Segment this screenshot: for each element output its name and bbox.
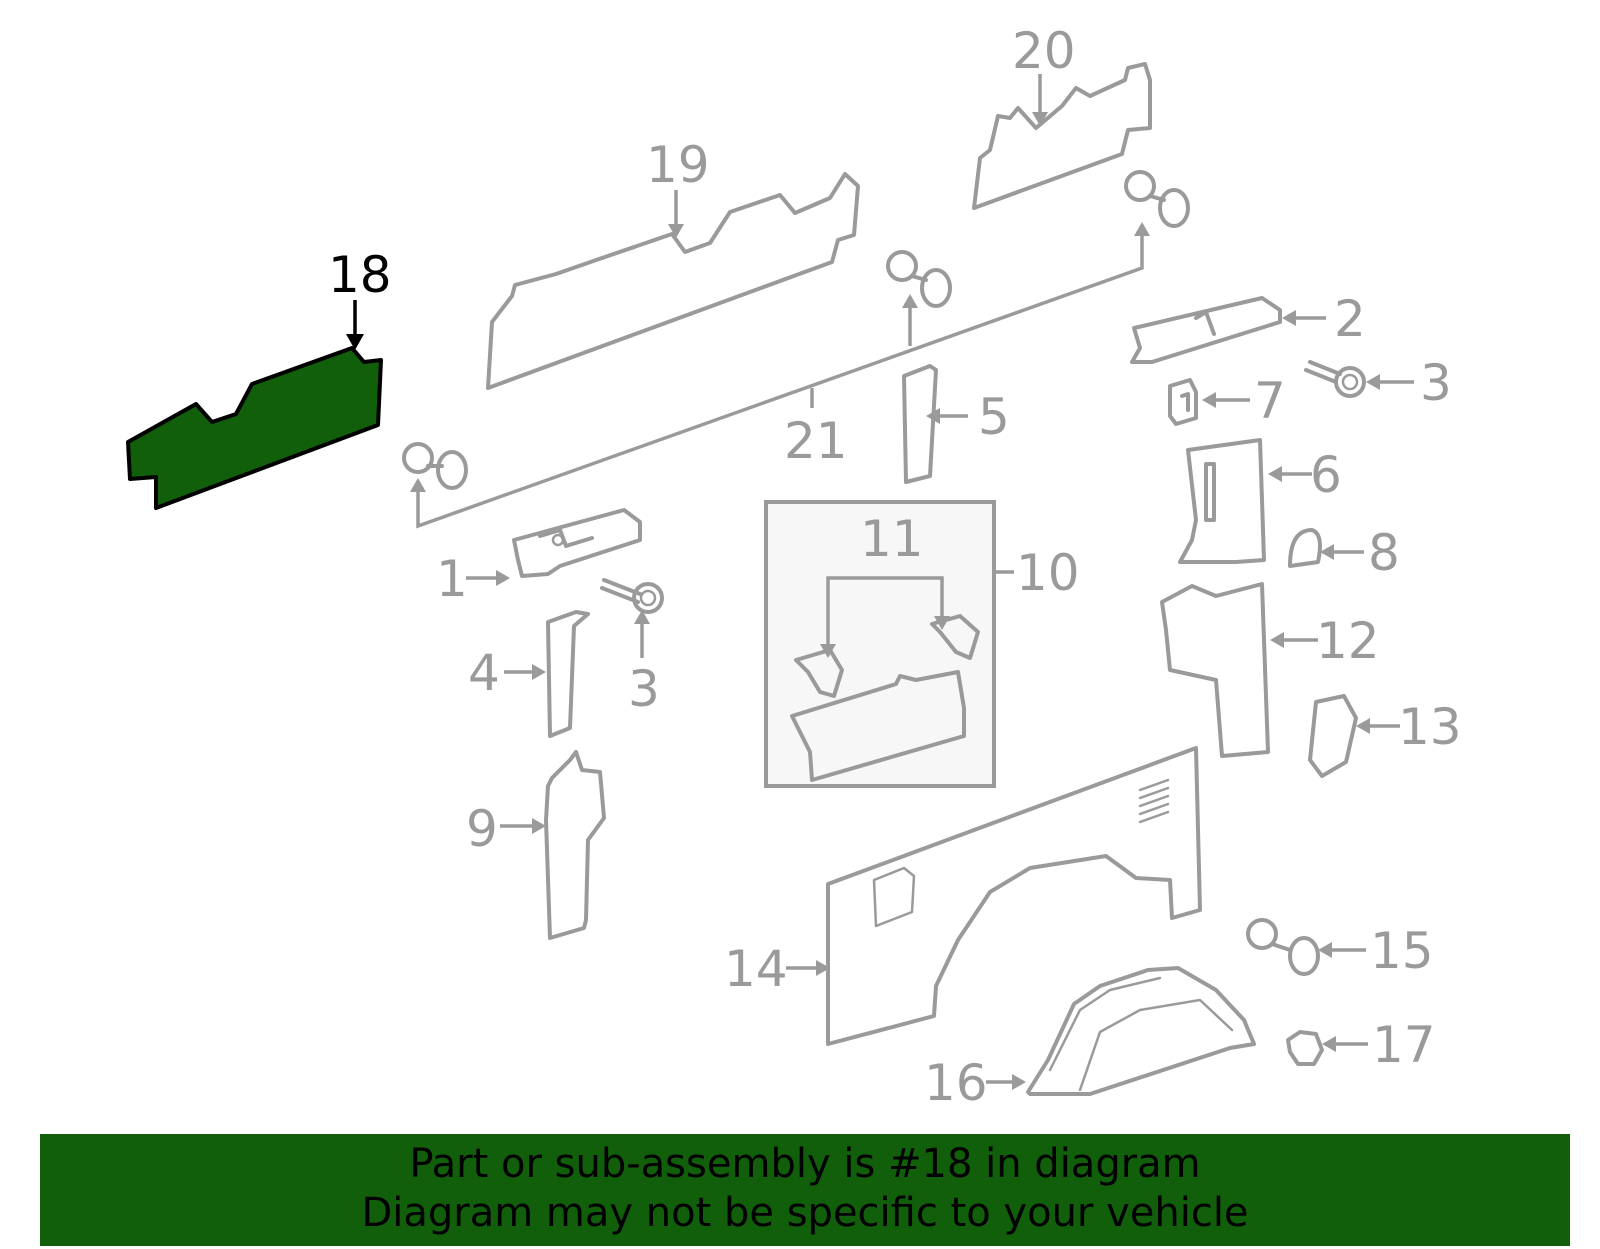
callout-7: 7	[1254, 372, 1286, 430]
callout-18: 18	[328, 246, 392, 304]
arrowhead-21a	[410, 478, 426, 492]
callout-6: 6	[1310, 446, 1342, 504]
callout-19: 19	[646, 136, 710, 194]
part-16[interactable]	[1026, 966, 1256, 1096]
callout-3-right: 3	[1420, 354, 1452, 412]
part-1-hole	[551, 533, 565, 547]
banner-line-1: Part or sub-assembly is #18 in diagram	[409, 1141, 1201, 1187]
part-14-vents	[1138, 778, 1170, 824]
arrowhead-21b	[902, 294, 918, 308]
part-21[interactable]	[402, 170, 1190, 490]
part-1[interactable]	[512, 508, 642, 578]
part-4[interactable]	[546, 610, 590, 738]
info-banner: Part or sub-assembly is #18 in diagram D…	[40, 1134, 1570, 1246]
arrowhead-15	[1318, 942, 1332, 958]
arrowhead-1	[496, 570, 510, 586]
callout-1: 1	[436, 550, 468, 608]
arrowhead-19	[668, 224, 684, 238]
callout-8: 8	[1368, 524, 1400, 582]
banner-line-2: Diagram may not be specific to your vehi…	[361, 1190, 1249, 1236]
callout-4: 4	[468, 644, 500, 702]
part-18-highlighted[interactable]	[126, 346, 383, 510]
arrowhead-16	[1012, 1074, 1026, 1090]
part-10-panel[interactable]	[790, 670, 966, 782]
part-8[interactable]	[1288, 528, 1322, 568]
part-12[interactable]	[1160, 582, 1270, 758]
part-15-clip[interactable]	[1246, 918, 1320, 976]
part-20[interactable]	[972, 62, 1152, 210]
arrowhead-4	[532, 664, 546, 680]
part-11-clips[interactable]	[794, 614, 980, 698]
arrowhead-6	[1268, 466, 1282, 482]
callout-17: 17	[1372, 1016, 1436, 1074]
part-16-contours	[1048, 976, 1234, 1092]
callout-11: 11	[860, 510, 924, 568]
arrowhead-3-right	[1366, 374, 1380, 390]
arrowhead-21c	[1134, 222, 1150, 236]
leader-21-bracket	[416, 234, 1144, 529]
part-7[interactable]	[1168, 378, 1198, 426]
part-5[interactable]	[902, 364, 938, 484]
part-14-window	[872, 866, 916, 928]
arrowhead-2	[1282, 310, 1296, 326]
parts-diagram: 18 19 20 21 1 3 4	[126, 22, 1462, 1112]
part-3-bolt-left[interactable]	[600, 578, 664, 614]
callout-12: 12	[1316, 612, 1380, 670]
arrowhead-17	[1322, 1036, 1336, 1052]
part-14[interactable]	[826, 746, 1202, 1046]
callout-20: 20	[1012, 22, 1076, 80]
part-3-bolt-right[interactable]	[1304, 360, 1366, 398]
callout-5: 5	[978, 388, 1010, 446]
callout-14: 14	[724, 940, 788, 998]
arrowhead-3-left	[634, 610, 650, 624]
callout-9: 9	[466, 800, 498, 858]
callout-16: 16	[924, 1054, 988, 1112]
arrowhead-5	[926, 408, 940, 424]
arrowhead-9	[532, 818, 546, 834]
callout-15: 15	[1370, 922, 1434, 980]
callout-10: 10	[1016, 544, 1080, 602]
part-2[interactable]	[1130, 296, 1282, 364]
callout-2: 2	[1334, 290, 1366, 348]
arrowhead-8	[1320, 544, 1334, 560]
arrowhead-14	[816, 960, 830, 976]
part-6[interactable]	[1178, 438, 1266, 564]
arrowhead-7	[1202, 392, 1216, 408]
part-17[interactable]	[1286, 1030, 1324, 1066]
part-13[interactable]	[1308, 694, 1358, 778]
callout-3-left: 3	[628, 660, 660, 718]
leader-11	[826, 576, 944, 646]
callout-21: 21	[784, 412, 848, 470]
callout-13: 13	[1398, 698, 1462, 756]
arrowhead-12	[1270, 632, 1284, 648]
arrowhead-13	[1356, 718, 1370, 734]
arrowhead-18	[346, 334, 364, 350]
arrowhead-20	[1032, 112, 1048, 126]
part-9[interactable]	[544, 750, 606, 940]
part-19[interactable]	[486, 172, 860, 390]
